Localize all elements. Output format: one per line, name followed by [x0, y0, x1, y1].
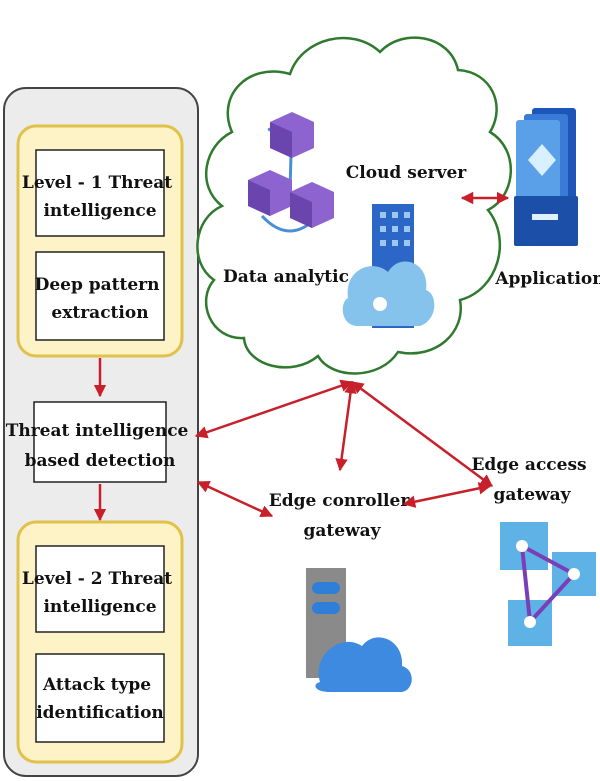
server-cloud-icon: [306, 568, 412, 692]
edge-controller-label: Edge conroller gateway: [269, 491, 415, 541]
arrow-cloud-detection: [194, 379, 354, 439]
attack-type-label: Attack type identification: [36, 675, 164, 723]
cube-cluster-icon: [248, 112, 334, 233]
data-analytic-label: Data analytic: [223, 267, 349, 287]
arrow-edge-controller-edge-access: [402, 482, 492, 508]
detection-label: Threat intelligence based detection: [6, 421, 195, 471]
level1-threat-label: Level - 1 Threat intelligence: [22, 173, 178, 221]
connector-arrows: [194, 191, 510, 518]
arrow-cloud-edge-controller: [335, 380, 357, 472]
edge-access-label: Edge access gateway: [471, 455, 592, 505]
arrow-detection-edge-controller: [196, 480, 274, 518]
network-triangle-icon: [500, 522, 596, 646]
deep-pattern-box: [35, 251, 165, 341]
attack-type-box: [35, 653, 165, 743]
level2-threat-box: [35, 545, 165, 633]
application-stack-icon: [514, 108, 578, 246]
detection-box: [33, 401, 167, 483]
server-building-icon: [342, 204, 435, 328]
level1-threat-box: [35, 149, 165, 237]
application-label: Application: [494, 269, 600, 289]
cloud-server-label: Cloud server: [346, 163, 468, 183]
deep-pattern-label: Deep pattern extraction: [35, 275, 166, 323]
level2-threat-label: Level - 2 Threat intelligence: [22, 569, 178, 617]
arrow-cloud-edge-access: [350, 380, 494, 488]
